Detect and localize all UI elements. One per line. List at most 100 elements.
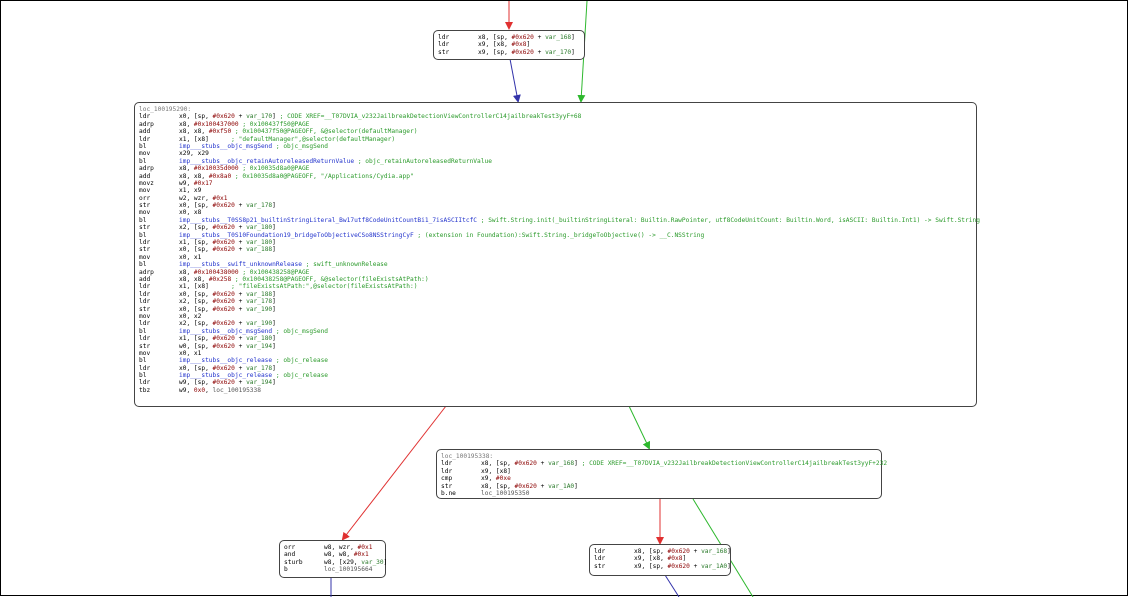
operands: x29, x29 xyxy=(179,150,209,158)
instruction-line[interactable]: add x8, x8, #0x258 ; 0x100438258@PAGEOFF,… xyxy=(139,276,972,283)
edge-true-block-2-to-block-3 xyxy=(628,405,651,450)
instruction-line[interactable]: mov x29, x29 xyxy=(139,150,972,157)
operands: x9, [sp, #0x620 + var_1A0] xyxy=(634,562,731,570)
operands: w9, 0x0, loc_100195338 xyxy=(179,386,261,394)
mnemonic: ldr xyxy=(139,379,151,387)
instruction-line[interactable]: str x8, [sp, #0x620 + var_1A0] xyxy=(441,483,877,490)
mnemonic: add xyxy=(139,276,151,283)
operands: w2, wzr, #0x1 xyxy=(179,194,228,202)
operands: x8, [sp, #0x620 + var_1A0] xyxy=(481,482,578,490)
mnemonic: ldr xyxy=(139,239,151,247)
operands: x1, [sp, #0x620 + var_180] xyxy=(179,239,276,247)
mnemonic: ldr xyxy=(139,290,151,298)
instruction-line[interactable]: str x9, [sp, #0x620 + var_1A0] xyxy=(594,562,731,570)
operands: w8, [x29, var_30] xyxy=(324,558,388,566)
mnemonic: tbz xyxy=(139,386,151,394)
mnemonic: mov xyxy=(139,150,151,158)
mnemonic: adrp xyxy=(139,165,154,173)
instruction-line[interactable]: tbz w9, 0x0, loc_100195338 xyxy=(139,387,972,394)
mnemonic: adrp xyxy=(139,120,154,128)
mnemonic: b.ne xyxy=(441,489,456,497)
block-label[interactable]: loc_100195290: xyxy=(139,106,192,113)
mnemonic: ldr xyxy=(139,298,151,306)
mnemonic: orr xyxy=(284,544,296,551)
mnemonic: bl xyxy=(139,372,147,380)
operands: imp___stubs__swift_unknownRelease ; swif… xyxy=(179,261,388,269)
mnemonic: str xyxy=(594,562,606,570)
operands: x0, x1 xyxy=(179,349,202,357)
operands: imp___stubs__T0S10Foundation19_bridgeToO… xyxy=(179,231,705,239)
operands: x8, [sp, #0x620 + var_168] xyxy=(478,34,575,41)
instruction-line[interactable]: bl imp___stubs__swift_unknownRelease ; sw… xyxy=(139,261,972,268)
operands: x9, [x8, #0x8] xyxy=(634,555,687,563)
operands: x8, #0x100437000 ; 0x100437f50@PAGE xyxy=(179,120,310,128)
operands: x0, [sp, #0x620 + var_190] xyxy=(179,305,276,313)
instruction-line[interactable]: adrp x8, #0x100437000 ; 0x100437f50@PAGE xyxy=(139,121,972,128)
instruction-line[interactable]: orr w8, wzr, #0x1 xyxy=(284,544,381,551)
mnemonic: str xyxy=(438,48,450,56)
operands: x8, x8, #0x258 ; 0x100438258@PAGEOFF, &@… xyxy=(179,276,429,283)
operands: x8, x8, #0xf50 ; 0x100437f50@PAGEOFF, &@… xyxy=(179,128,418,136)
mnemonic: ldr xyxy=(139,135,151,143)
operands: w8, wzr, #0x1 xyxy=(324,544,373,551)
mnemonic: adrp xyxy=(139,268,154,276)
mnemonic: bl xyxy=(139,261,147,269)
mnemonic: str xyxy=(441,482,453,490)
operands: x1, [x8] ; "fileExistsAtPath:",@selector… xyxy=(179,283,418,291)
operands: x1, [sp, #0x620 + var_180] xyxy=(179,335,276,343)
block-label[interactable]: loc_100195338: xyxy=(441,453,494,460)
instruction-line[interactable]: ldr x1, [sp, #0x620 + var_180] xyxy=(139,239,972,246)
instruction-line[interactable]: str x9, [sp, #0x620 + var_170] xyxy=(438,49,580,56)
operands: x9, [sp, #0x620 + var_170] xyxy=(478,48,575,56)
